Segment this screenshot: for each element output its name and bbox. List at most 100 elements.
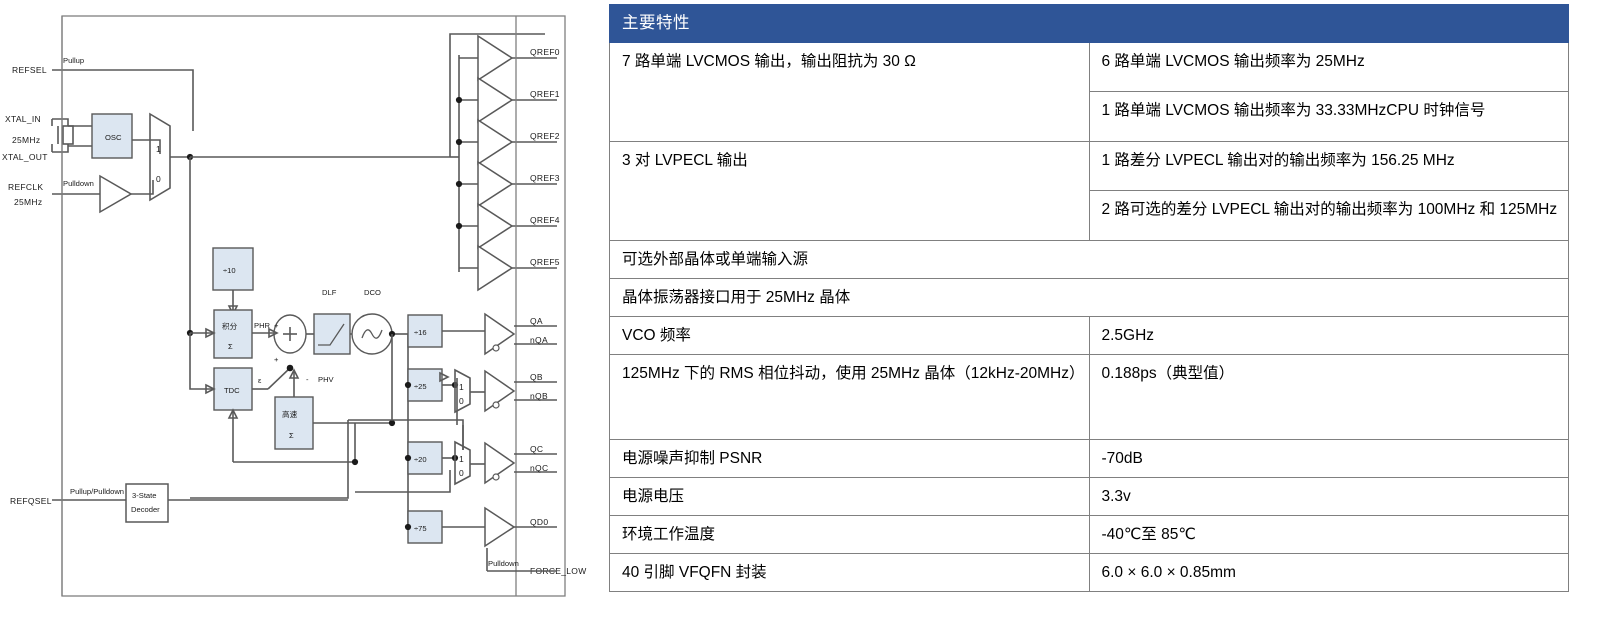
div10-label: ÷10	[223, 266, 236, 275]
osc-block	[91, 113, 133, 159]
div20-label: ÷20	[414, 455, 427, 464]
accum1-in-arrow	[205, 327, 216, 339]
decoder-sel-to-qc	[348, 419, 464, 450]
qref4-node	[455, 222, 463, 230]
feature-right-lvcmos-33mhz: 1 路单端 LVCMOS 输出频率为 33.33MHzCPU 时钟信号	[1088, 91, 1569, 142]
feature-right-supply-voltage: 3.3v	[1088, 477, 1569, 517]
div16-label: ÷16	[414, 328, 427, 337]
eps-signal-label: ε	[258, 376, 262, 385]
feature-left-rms-jitter: 125MHz 下的 RMS 相位抖动，使用 25MHz 晶体（12kHz-20M…	[609, 354, 1090, 441]
qd0-label: QD0	[530, 517, 548, 527]
feature-external-crystal-source: 可选外部晶体或单端输入源	[609, 239, 1569, 279]
mux-input-1-label: 1	[156, 144, 161, 154]
pullup-annotation: Pullup	[63, 56, 84, 65]
qref-buffer-group: QREF0 QREF1 QREF2 QREF3	[455, 34, 560, 292]
qa-label: QA	[530, 316, 543, 326]
table-row: 晶体振荡器接口用于 25MHz 晶体	[609, 277, 1569, 317]
qc-mux	[454, 440, 471, 486]
feature-right-lvpecl-156mhz: 1 路差分 LVPECL 输出对的输出频率为 156.25 MHz	[1088, 140, 1569, 192]
feature-crystal-oscillator-interface: 晶体振荡器接口用于 25MHz 晶体	[609, 277, 1569, 317]
refclk-to-mux	[131, 180, 154, 195]
qref2-buffer-icon	[477, 118, 514, 166]
qref3-node	[455, 180, 463, 188]
qb-mux-1-label: 1	[459, 382, 464, 392]
qd0-buffer-icon	[484, 506, 516, 548]
tdc-in-arrow	[205, 383, 216, 395]
qref0-label: QREF0	[530, 47, 560, 57]
table-row: VCO 频率 2.5GHz	[609, 315, 1569, 356]
feature-left-lvpecl-outputs: 3 对 LVPECL 输出	[609, 140, 1090, 241]
qref4-buffer-icon	[477, 202, 514, 250]
qref2-label: QREF2	[530, 131, 560, 141]
sel-branch-lower	[355, 470, 451, 493]
nqa-label: nQA	[530, 335, 548, 345]
div16-block	[407, 314, 443, 348]
refqsel-pin-label: REFQSEL	[10, 496, 52, 506]
tdc-block	[213, 367, 253, 411]
summer-in-arrow	[268, 327, 279, 339]
xtal-out-pin-label: XTAL_OUT	[2, 152, 48, 162]
crystal-lead-bottom	[52, 144, 69, 153]
qref-top-rail	[449, 33, 545, 157]
table-header-row: 主要特性	[609, 4, 1569, 43]
feature-left-ambient-temperature: 环境工作温度	[609, 515, 1090, 555]
dco-sine-icon	[361, 329, 383, 339]
phr-signal-label: PHR	[254, 321, 271, 330]
accumulator2-label-top: 高速	[282, 409, 298, 419]
input-mux	[149, 112, 171, 202]
table-row: 7 路单端 LVCMOS 输出，输出阻抗为 30 Ω 6 路单端 LVCMOS …	[609, 41, 1569, 142]
feedback-node-1	[388, 419, 396, 427]
features-table-container: 主要特性 7 路单端 LVCMOS 输出，输出阻抗为 30 Ω 6 路单端 LV…	[609, 4, 1569, 593]
refsel-to-mux	[150, 69, 194, 131]
table-row: 电源电压 3.3v	[609, 477, 1569, 517]
eps-to-summer	[267, 367, 291, 390]
qc-buffer-icon	[484, 441, 516, 485]
decoder-label-bottom: Decoder	[131, 505, 160, 514]
decoder-label-top: 3-State	[132, 491, 156, 500]
table-row: 2 路可选的差分 LVPECL 输出对的输出频率为 100MHz 和 125MH…	[610, 190, 1569, 241]
table-row: 40 引脚 VFQFN 封装 6.0 × 6.0 × 0.85mm	[609, 553, 1569, 593]
qb-label: QB	[530, 372, 543, 382]
xtal-freq-label: 25MHz	[12, 135, 40, 145]
feature-left-supply-voltage: 电源电压	[609, 477, 1090, 517]
block-diagram-svg: .ln{stroke:#595959;stroke-width:1.6;fill…	[2, 15, 586, 597]
qref2-node	[455, 138, 463, 146]
qb-mux-0-label: 0	[459, 396, 464, 406]
osc-block-label: OSC	[105, 133, 122, 142]
crystal-lead-top	[52, 118, 69, 126]
table-row: 电源噪声抑制 PSNR -70dB	[609, 439, 1569, 479]
div10-block	[212, 247, 254, 291]
feature-right-rms-jitter: 0.188ps（典型值）	[1088, 354, 1569, 441]
dlf-response-icon	[318, 323, 345, 346]
div20-tap-node	[404, 454, 412, 462]
nqb-label: nQB	[530, 391, 548, 401]
feedback-node-2	[351, 458, 359, 466]
features-table: 主要特性 7 路单端 LVCMOS 输出，输出阻抗为 30 Ω 6 路单端 LV…	[609, 4, 1569, 593]
qa-invert-bubble	[492, 344, 500, 352]
block-diagram: .ln{stroke:#595959;stroke-width:1.6;fill…	[0, 0, 600, 625]
three-state-decoder-block	[125, 483, 169, 523]
accumulator1-label-top: 积分	[222, 321, 238, 331]
refclk-pin-label: REFCLK	[8, 182, 43, 192]
accumulator2-label-bottom: Σ	[289, 431, 294, 440]
qc-invert-bubble	[492, 473, 500, 481]
summer-plus-top-label: +	[274, 321, 279, 330]
qa-buffer-icon	[484, 312, 516, 356]
feature-right-ambient-temperature: -40℃至 85℃	[1088, 515, 1569, 555]
qref1-buffer-icon	[477, 76, 514, 124]
qb-buffer-icon	[484, 369, 516, 413]
divb-arrow	[439, 371, 450, 383]
table-row: 可选外部晶体或单端输入源	[609, 239, 1569, 279]
summer-plus-bottom-label: +	[274, 355, 279, 364]
feature-left-vco-frequency: VCO 频率	[609, 315, 1090, 356]
qb-invert-bubble	[492, 401, 500, 409]
summer-minus-label: -	[306, 375, 309, 384]
decoder-sel-rail	[190, 420, 349, 499]
feature-right-lvpecl-optional: 2 路可选的差分 LVPECL 输出对的输出频率为 100MHz 和 125MH…	[1088, 190, 1569, 241]
qc-mux-0-label: 0	[459, 468, 464, 478]
table-row: 125MHz 下的 RMS 相位抖动，使用 25MHz 晶体（12kHz-20M…	[609, 354, 1569, 441]
dco-label: DCO	[364, 288, 381, 297]
div25-tap-node	[404, 381, 412, 389]
table-row: 环境工作温度 -40℃至 85℃	[609, 515, 1569, 555]
